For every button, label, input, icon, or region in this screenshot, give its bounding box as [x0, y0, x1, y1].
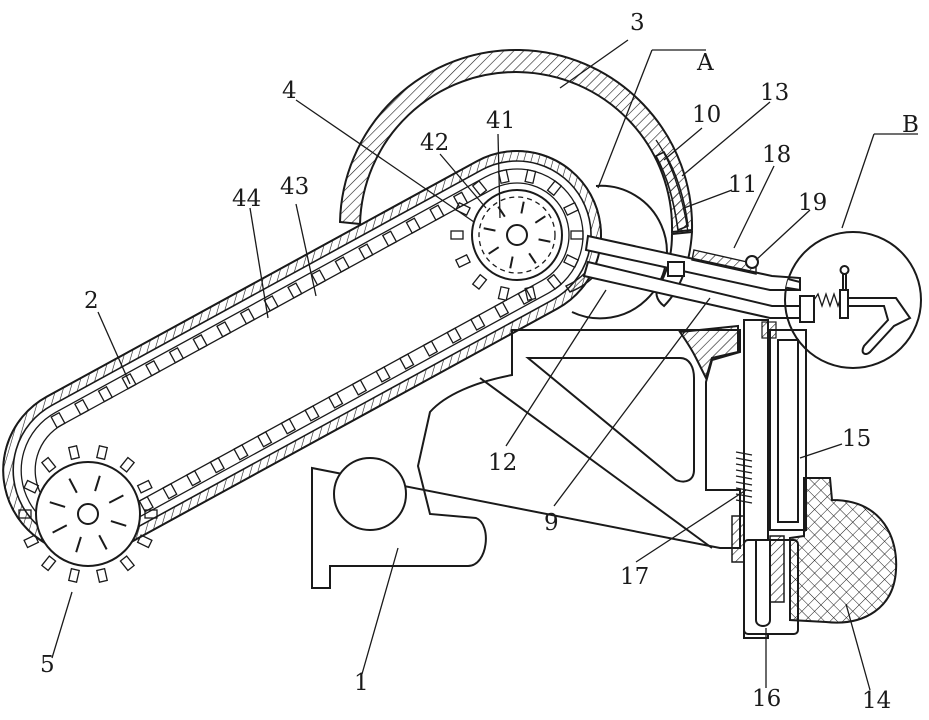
sprocket-tooth [120, 458, 134, 472]
label-14: 14 [862, 688, 891, 714]
label-16: 16 [752, 686, 781, 712]
chain-link [193, 335, 207, 350]
label-2: 2 [84, 288, 99, 314]
sprocket-tooth [456, 203, 470, 215]
chain-link [146, 361, 160, 376]
sprocket-tooth [473, 275, 487, 289]
workpiece-14 [790, 478, 896, 623]
chain-link [234, 445, 248, 460]
chain-link [305, 406, 319, 421]
chain-link [329, 393, 343, 408]
label-10: 10 [692, 102, 721, 128]
label-42: 42 [420, 130, 449, 156]
sprocket-tooth [69, 569, 79, 582]
sprocket-tooth [564, 203, 578, 215]
sprocket-tooth [456, 255, 470, 267]
sprocket-tooth [451, 231, 463, 239]
label-3: 3 [630, 10, 645, 36]
sprocket-tooth [42, 556, 56, 570]
chain-link [447, 328, 461, 343]
label-19: 19 [798, 190, 827, 216]
chain-link [406, 218, 420, 233]
label-13: 13 [760, 80, 789, 106]
label-12: 12 [488, 450, 517, 476]
chain-link [170, 348, 184, 363]
label-a: A [696, 50, 714, 76]
sprocket-tooth [548, 275, 562, 289]
sprocket-tooth [498, 287, 508, 300]
sprocket-tooth [138, 535, 152, 547]
chain-link [217, 322, 231, 337]
chain-link [75, 400, 89, 415]
sprocket-tooth [97, 446, 107, 459]
label-18: 18 [762, 142, 791, 168]
sprocket-tooth [24, 535, 38, 547]
chain-link [359, 244, 373, 259]
label-41: 41 [486, 108, 515, 134]
base-hole [334, 458, 406, 530]
sprocket-tooth [571, 231, 583, 239]
chain-link [281, 419, 295, 434]
label-5: 5 [40, 652, 55, 678]
chain-link [258, 432, 272, 447]
label-15: 15 [842, 426, 871, 452]
chain-link [187, 471, 201, 486]
chain-link [495, 302, 509, 317]
sprocket-tooth [138, 480, 152, 492]
pin-19 [746, 256, 758, 268]
chain-link [424, 341, 438, 356]
chain-link [454, 192, 468, 207]
chain-link [139, 497, 153, 512]
chain-link [471, 315, 485, 330]
chain-link [518, 289, 532, 304]
chain-link [400, 354, 414, 369]
base-frame [312, 326, 740, 588]
label-43: 43 [280, 174, 309, 200]
label-9: 9 [544, 510, 559, 536]
chain-link [163, 484, 177, 499]
chain-link [376, 367, 390, 382]
label-4: 4 [282, 78, 297, 104]
sprocket-tooth [42, 458, 56, 472]
sprocket-tooth [69, 446, 79, 459]
sprocket-tooth [120, 556, 134, 570]
chain-link [99, 387, 113, 402]
label-11: 11 [728, 172, 757, 198]
chain-link [288, 283, 302, 298]
label-17: 17 [620, 564, 649, 590]
sprocket-tooth [564, 255, 578, 267]
sprocket-tooth [97, 569, 107, 582]
sprocket-tooth [525, 170, 535, 183]
chain-link [430, 205, 444, 220]
label-44: 44 [232, 186, 261, 212]
sprocket-tooth [498, 170, 508, 183]
label-b: B [902, 112, 919, 138]
chain-link [210, 458, 224, 473]
chain-link [335, 257, 349, 272]
linkage [584, 236, 800, 318]
chain-link [383, 231, 397, 246]
sprocket-tooth [548, 181, 562, 195]
label-1: 1 [354, 670, 369, 696]
idler-sprocket [19, 446, 157, 582]
chain-link [241, 309, 255, 324]
chain-link [51, 413, 65, 428]
chain-link [353, 380, 367, 395]
